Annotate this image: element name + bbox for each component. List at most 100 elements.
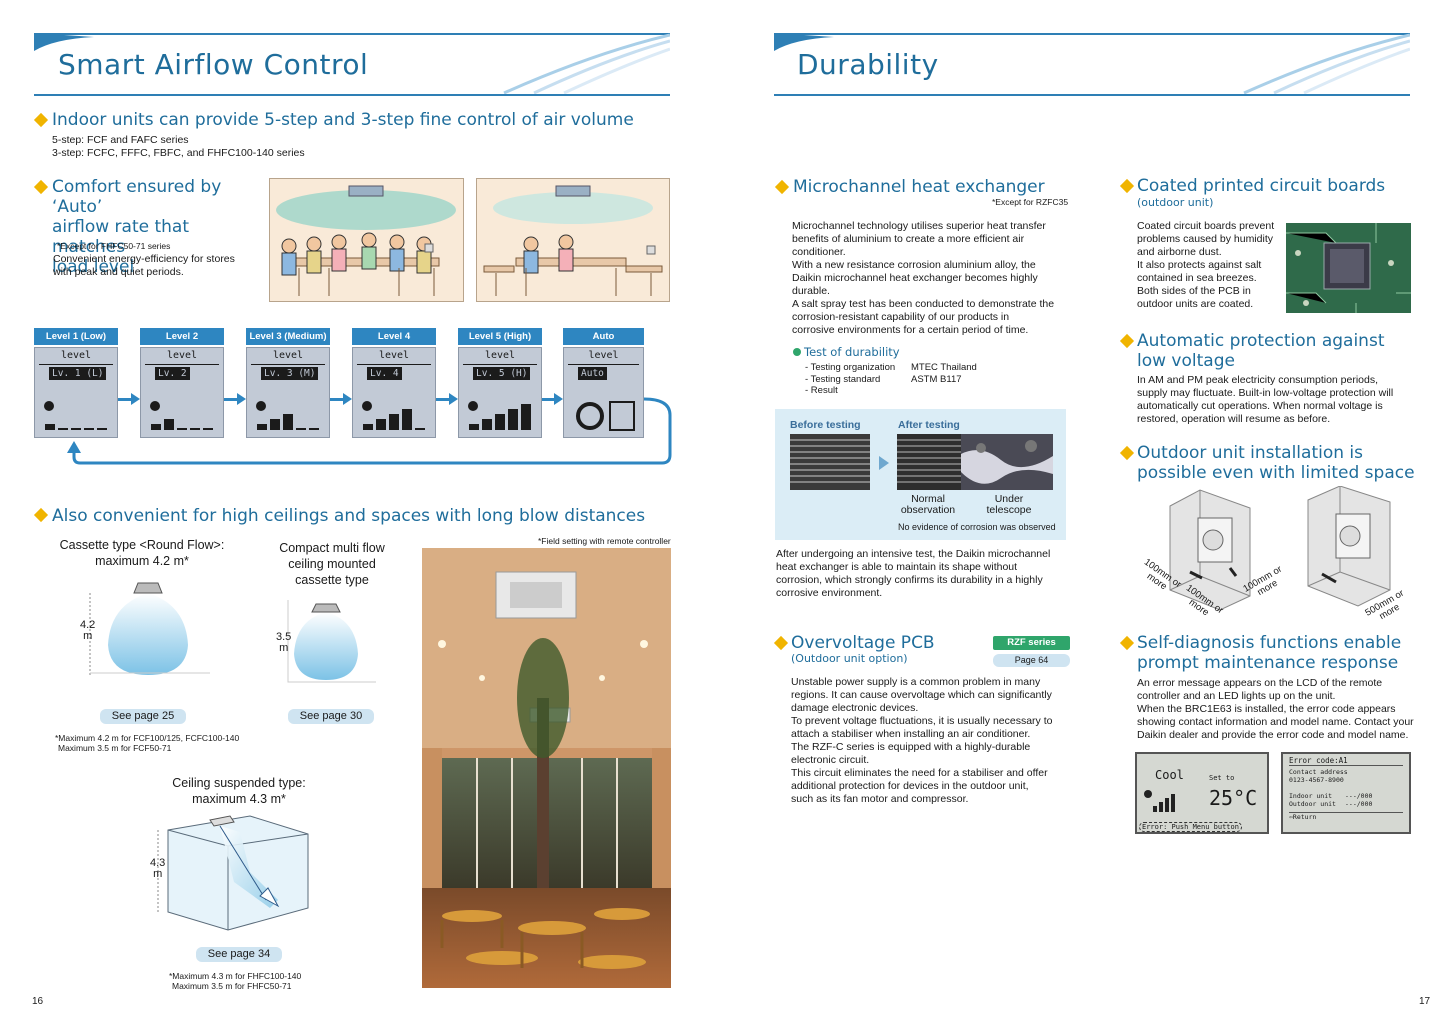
text-line: additional protection for devices in the… [791, 780, 1029, 792]
lcd-divider [145, 364, 219, 365]
lcd-mode: Cool [1155, 768, 1184, 782]
return-icon: ⇦ [1289, 813, 1293, 821]
lcd-caption: level [378, 350, 410, 361]
bullet-icon [1119, 635, 1135, 651]
fan-bar-filled [164, 419, 174, 430]
arrow-right-icon [330, 393, 352, 405]
text-line: corrosive environments for a certain per… [792, 324, 1029, 336]
see-page-30-button[interactable]: See page 30 [288, 709, 374, 724]
fan-icon [150, 401, 160, 411]
lcd-return-label: Return [1292, 813, 1317, 821]
lcd-indoor-label: Indoor unit [1289, 792, 1333, 800]
arrow-right-icon [436, 393, 458, 405]
text-line: Both sides of the PCB in [1137, 285, 1251, 297]
fan-bar-filled [402, 409, 412, 430]
lcd-indoor-value: ---/000 [1345, 792, 1373, 800]
field-setting-note: *Field setting with remote controller [538, 536, 671, 546]
text-line: regions. It can cause overvoltage which … [791, 689, 1052, 701]
caption-line: Compact multi flow [279, 541, 385, 555]
header-bottom-rule [774, 94, 1410, 96]
text-line: Coated circuit boards prevent [1137, 220, 1275, 232]
remote-lcd-error-screen: Cool Set to 25°C Error: Push Menu button [1135, 752, 1269, 834]
section-heading-air-volume: Indoor units can provide 5-step and 3-st… [52, 110, 634, 130]
fan-bar-empty [415, 428, 425, 430]
ceiling-suspended-caption: Ceiling suspended type: maximum 4.3 m* [154, 775, 324, 807]
caption-line: observation [900, 504, 956, 516]
text-line: When the BRC1E63 is installed, the error… [1137, 703, 1396, 715]
bullet-icon [773, 635, 789, 651]
heading-line: possible even with limited space [1137, 463, 1415, 483]
text-line: A salt spray test has been conducted to … [792, 298, 1055, 310]
text-line: automatically cut operations. When norma… [1137, 400, 1383, 412]
level-tab: Level 5 (High) [458, 328, 542, 345]
bullet-icon [1119, 445, 1135, 461]
arrow-right-icon [542, 393, 563, 405]
self-diagnosis-description: An error message appears on the LCD of t… [1137, 677, 1422, 742]
text-line: To prevent voltage fluctuations, it is u… [791, 715, 1053, 727]
test-row-label: - Testing standard [805, 373, 881, 385]
page-title: Durability [797, 48, 939, 81]
fan-bar-filled [151, 424, 161, 430]
before-testing-photo [790, 434, 870, 490]
after-testing-label: After testing [898, 419, 960, 431]
text-line: damage electronic devices. [791, 702, 919, 714]
text-line: After undergoing an intensive test, the … [776, 548, 1051, 560]
test-row-value: MTEC Thailand [911, 362, 977, 373]
fan-speed-icon [44, 401, 107, 430]
dimension-value: 4.3 [150, 857, 166, 869]
normal-observation-caption: Normal observation [896, 494, 960, 516]
fan-bar-empty [84, 428, 94, 430]
level-tab: Level 2 [140, 328, 224, 345]
text-line: outdoor units are coated. [1137, 298, 1254, 310]
lcd-indoor-row: Indoor unit ---/000 [1289, 792, 1403, 800]
text-line: conditioner. [792, 246, 846, 258]
auto-icon [609, 401, 635, 431]
page-64-button[interactable]: Page 64 [993, 654, 1070, 667]
text-line: such as its fan motor and compressor. [791, 793, 969, 805]
fan-bar-empty [296, 428, 306, 430]
lcd-level-value: Lv. 4 [367, 367, 402, 380]
compact-airflow-diagram [287, 600, 376, 683]
telescope-caption: Under telescope [977, 494, 1041, 516]
section-heading-microchannel: Microchannel heat exchanger [793, 177, 1045, 197]
text-line: problems caused by humidity [1137, 233, 1273, 245]
text-line: In AM and PM peak electricity consumptio… [1137, 374, 1379, 386]
lcd-level-value: Auto [578, 367, 607, 380]
lcd-divider [568, 364, 639, 365]
heading-line: low voltage [1137, 351, 1235, 371]
overvoltage-description: Unstable power supply is a common proble… [791, 676, 1081, 806]
coated-pcb-subheading: (outdoor unit) [1137, 196, 1214, 209]
fan-bar-filled [45, 424, 55, 430]
compact-dimension: 3.5 m [276, 632, 291, 654]
heading-line: airflow rate that matches [52, 217, 190, 257]
lcd-divider [39, 364, 113, 365]
auto-description: Convenient energy-efficiency for stores … [53, 253, 235, 279]
lcd-contact-label: Contact address [1289, 768, 1348, 776]
lcd-caption: level [484, 350, 516, 361]
bullet-icon [33, 179, 49, 195]
text-line: contained in sea breezes. [1137, 272, 1257, 284]
test-bullet-icon [793, 348, 801, 356]
header-top-rule [774, 33, 1410, 35]
arrow-right-icon [879, 456, 889, 470]
installation-clearance-diagram [1169, 486, 1391, 611]
level-tab: Auto [563, 328, 644, 345]
test-row: - Result [805, 385, 977, 397]
see-page-34-button[interactable]: See page 34 [196, 947, 282, 962]
header-top-rule [34, 33, 670, 35]
level-tab: Level 4 [352, 328, 436, 345]
fan-bar-filled [389, 414, 399, 430]
see-page-25-button[interactable]: See page 25 [100, 709, 186, 724]
test-row-label: - Result [805, 385, 838, 396]
fan-bar-empty [309, 428, 319, 430]
section-heading-low-voltage: Automatic protection against low voltage [1137, 331, 1384, 371]
text-line: corrosive environment. [776, 587, 883, 599]
microchannel-note: *Except for RZFC35 [992, 197, 1069, 207]
heading-line: Outdoor unit installation is [1137, 443, 1363, 463]
fan-bar-filled [469, 424, 479, 430]
section-heading-coated-pcb: Coated printed circuit boards [1137, 176, 1386, 196]
